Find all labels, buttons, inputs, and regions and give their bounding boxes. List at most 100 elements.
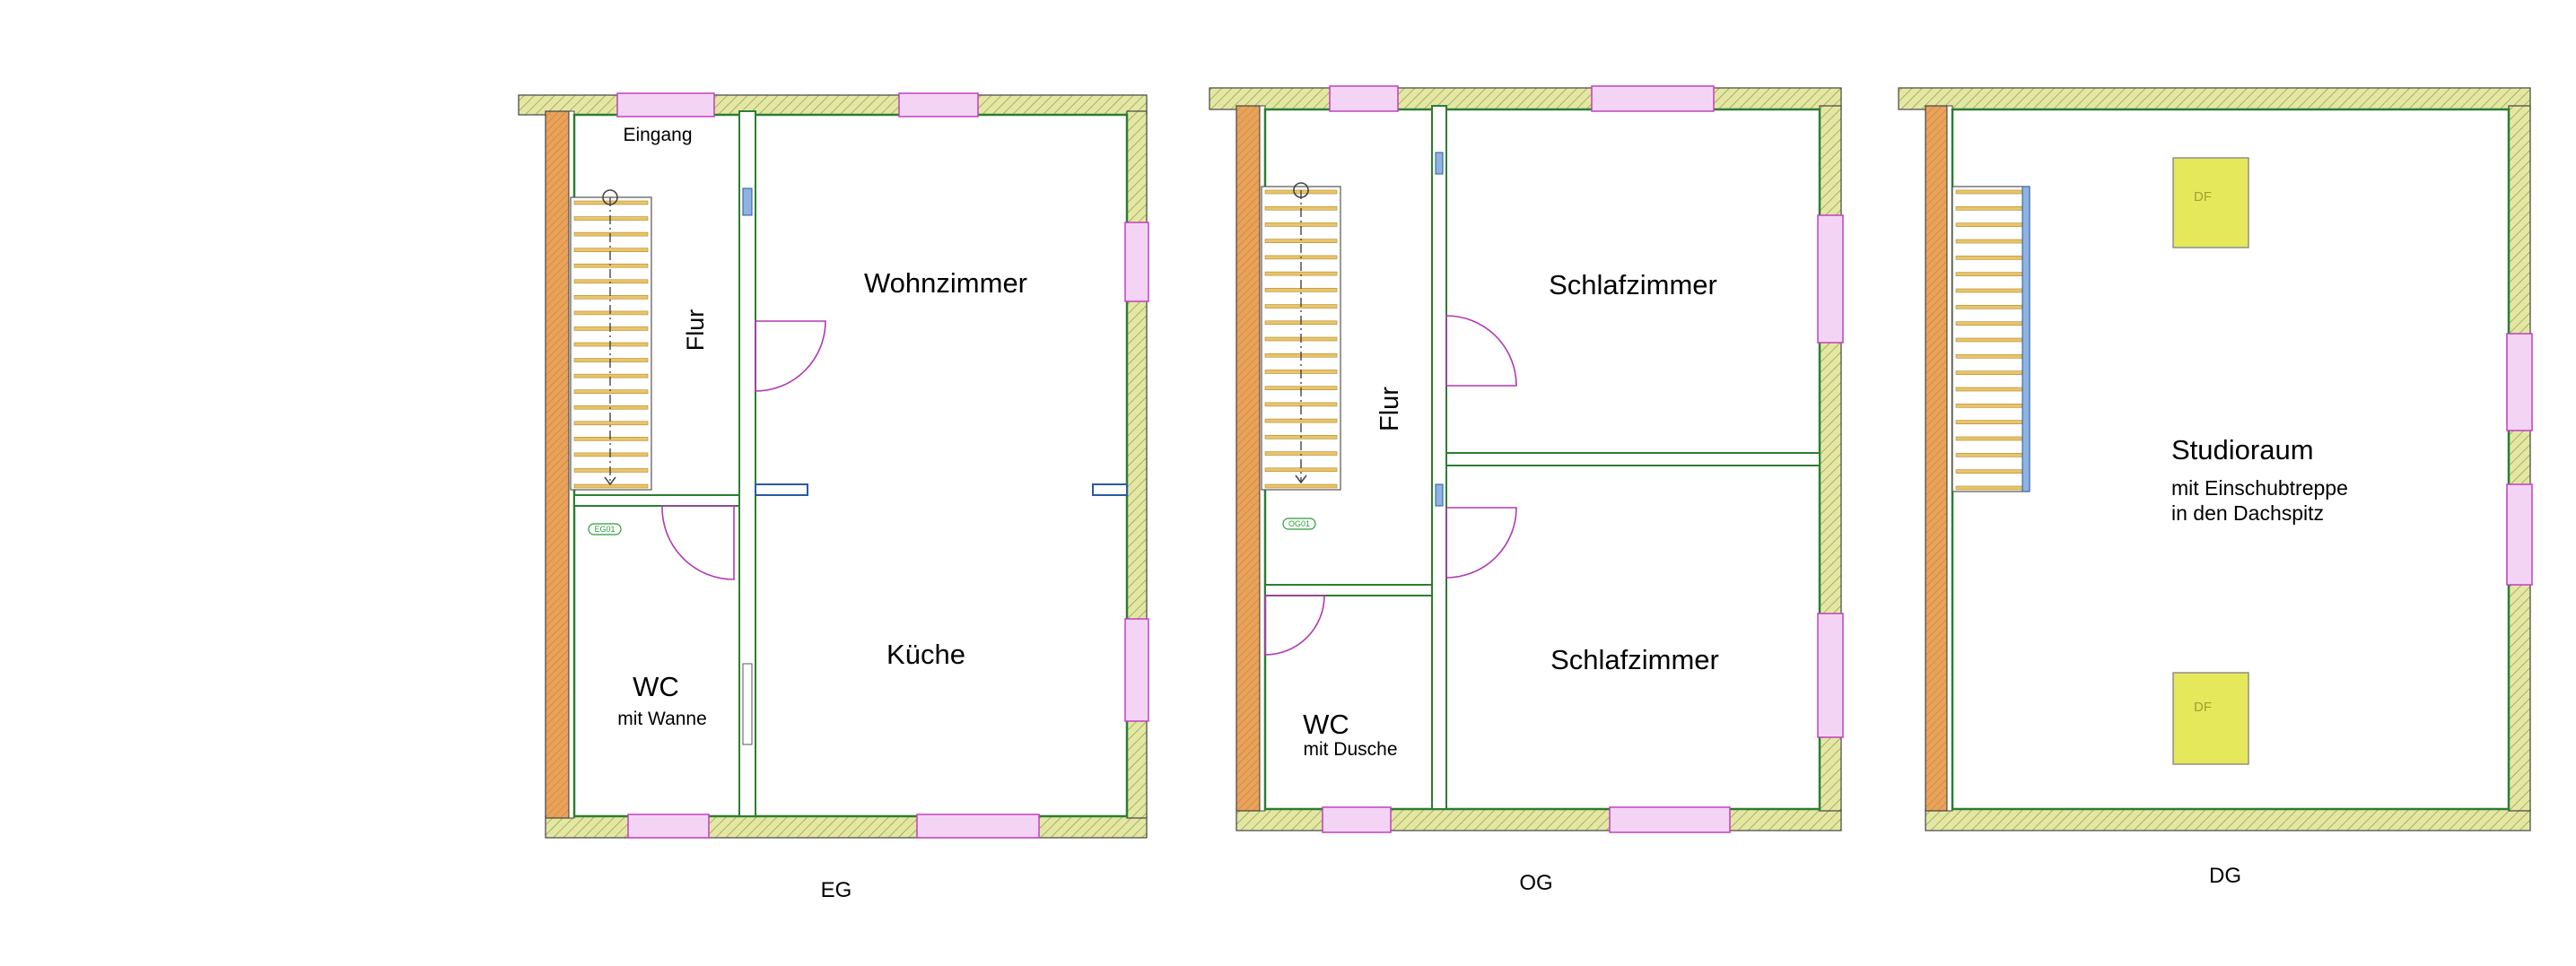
floor-label-og: OG [1519, 871, 1552, 895]
stair-tread [1955, 485, 2023, 491]
wall-top [1898, 87, 2531, 110]
stair-tread [1264, 222, 1338, 227]
stair-tread [1955, 404, 2023, 408]
room-label-wc: WC [1303, 709, 1349, 740]
room-label-flur: Flur [682, 309, 709, 352]
stair-tread [573, 263, 649, 268]
floor-plan-dg: DF DF Studioraum mit Einschubtreppe in d… [1898, 87, 2533, 888]
stair-tread [1955, 420, 2023, 424]
stair-tread [1955, 387, 2023, 392]
room-sublabel-wanne: mit Wanne [617, 709, 707, 729]
stair-tread [1955, 305, 2023, 309]
room-tag: EG01 [594, 525, 615, 534]
stair-tread [1955, 288, 2023, 293]
stair-tread [1955, 436, 2023, 441]
window [616, 92, 715, 117]
stair-tread [573, 310, 649, 316]
interior-wall [1445, 452, 1821, 466]
staircase [1261, 182, 1341, 491]
room-tag: OG01 [1288, 519, 1310, 528]
stair-tread [573, 248, 649, 252]
stair-tread [1264, 483, 1338, 489]
door-swing [1445, 315, 1517, 387]
stair-tread [573, 389, 649, 394]
floor-label-dg: DG [2209, 864, 2241, 888]
room-label-studioraum: Studioraum [2171, 434, 2314, 466]
wall-top [518, 94, 1148, 116]
stair-tread [573, 326, 649, 331]
stair-tread [573, 279, 649, 284]
stair-tread [573, 468, 649, 473]
window [2506, 333, 2533, 431]
room-sublabel-dusche: mit Dusche [1303, 739, 1397, 760]
window [1591, 85, 1715, 112]
room-label-schlafzimmer-2: Schlafzimmer [1550, 644, 1719, 675]
window [898, 92, 979, 117]
window [916, 814, 1040, 839]
room-sublabel-treppe: mit Einschubtreppe [2171, 476, 2348, 500]
window [1817, 214, 1844, 344]
stair-tread [1955, 321, 2023, 326]
skylight-label: DF [2194, 189, 2212, 205]
stair-tread [573, 437, 649, 441]
stair-tread [573, 342, 649, 347]
room-label-flur: Flur [1375, 387, 1404, 431]
room-label-schlafzimmer-1: Schlafzimmer [1549, 269, 1717, 300]
stair-tread [573, 295, 649, 300]
interior-wall [1431, 105, 1447, 810]
skylight-label: DF [2194, 700, 2212, 715]
floor-label-eg: EG [821, 878, 852, 902]
room-label-eingang: Eingang [623, 125, 692, 145]
stair-tread [573, 231, 649, 237]
skylight [2172, 157, 2249, 248]
stair-tread [1955, 222, 2023, 227]
window [1609, 806, 1731, 833]
stair-tread [573, 405, 649, 410]
stair-tread [573, 483, 649, 489]
staircase [570, 189, 652, 491]
room-label-wohnzimmer: Wohnzimmer [864, 267, 1027, 299]
door-swing [755, 320, 826, 392]
window [1124, 618, 1149, 722]
stair-tread [1955, 370, 2023, 375]
wall-bottom [1925, 808, 2531, 831]
stair-tread [1955, 453, 2023, 457]
interior-wall [1264, 584, 1433, 596]
stair-tread [1955, 354, 2023, 359]
stair-tread [1955, 189, 2023, 195]
door-swing [1264, 595, 1325, 656]
window [627, 814, 710, 839]
floor-plan-eg: EG01 Eingang Flur Wohnzimmer Küche WC mi… [518, 92, 1149, 902]
stair-tread [1264, 467, 1338, 473]
room-sublabel-dachspitz: in den Dachspitz [2171, 501, 2324, 525]
wall-top [1209, 87, 1842, 110]
stair-tread [573, 421, 649, 426]
stair-tread [573, 452, 649, 457]
wall-left-insulation [1236, 105, 1261, 812]
interior-wall [573, 494, 740, 507]
stair-tread [1955, 272, 2023, 276]
window [1817, 613, 1844, 738]
window [1329, 85, 1399, 112]
room-label-kueche: Küche [886, 639, 965, 670]
stair-tread [1955, 469, 2023, 474]
interior-wall [738, 110, 756, 817]
door-swing [661, 505, 735, 580]
wall-right [2508, 105, 2531, 812]
door-swing [1445, 507, 1517, 579]
window [1322, 806, 1392, 833]
stair-tread [573, 373, 649, 379]
stair-tread [1955, 256, 2023, 260]
skylight [2172, 672, 2249, 765]
window [2506, 483, 2533, 586]
stair-tread [573, 216, 649, 221]
stair-tread [1955, 337, 2023, 343]
stair-tread [1955, 239, 2023, 244]
window [1124, 222, 1149, 302]
stair-tread [573, 358, 649, 362]
wall-left-insulation [545, 110, 570, 819]
floor-plan-og: OG01 Flur Schlafzimmer Schlafzimmer WC m… [1209, 85, 1844, 895]
room-label-wc: WC [633, 671, 679, 702]
stair-tread [1955, 206, 2023, 211]
